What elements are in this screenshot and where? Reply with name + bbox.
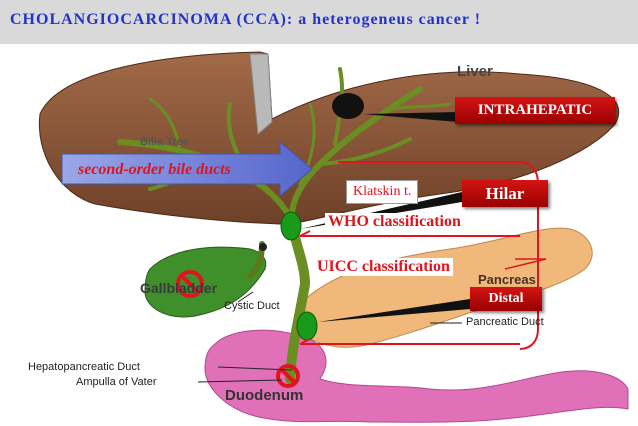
ampulla-label: Ampulla of Vater — [76, 376, 157, 388]
duodenum-label: Duodenum — [225, 387, 304, 404]
hepatopancreatic-duct-label: Hepatopancreatic Duct — [28, 361, 140, 373]
pancreas-label: Pancreas — [478, 272, 536, 287]
duct-junction-dot — [259, 243, 267, 251]
tumor-hilar-marker — [280, 211, 302, 241]
distal-box: Distal — [470, 287, 542, 311]
cystic-duct-label: Cystic Duct — [224, 300, 280, 312]
page-title: CHOLANGIOCARCINOMA (CCA): a heterogeneus… — [10, 11, 482, 28]
gallbladder-label: Gallbladder — [140, 280, 218, 296]
anatomy-label-lines — [197, 291, 462, 383]
classification-bracket — [519, 161, 539, 350]
second-order-label: second-order bile ducts — [78, 161, 231, 178]
biliary-tree-label: Bilia Tree — [140, 136, 189, 148]
pancreatic-duct-label: Pancreatic Duct — [466, 316, 544, 328]
second-order-arrow — [61, 140, 313, 198]
title-bar: CHOLANGIOCARCINOMA (CCA): a heterogeneus… — [0, 0, 638, 44]
intrahepatic-box: INTRAHEPATIC — [455, 97, 615, 124]
pancreas-shape — [299, 227, 593, 348]
liver-label: Liver — [457, 63, 493, 80]
prohibited-ampulla-icon — [276, 364, 300, 388]
falciform-ligament — [249, 53, 273, 136]
tumor-distal-marker — [296, 311, 318, 341]
klatskin-label: Klatskin t. — [346, 180, 419, 204]
prohibited-gallbladder-icon — [176, 270, 204, 298]
uicc-classification-label: UICC classification — [314, 258, 453, 276]
anatomy-diagram — [38, 51, 629, 423]
gallbladder-shape — [144, 246, 267, 318]
tumor-intrahepatic-marker — [332, 93, 364, 119]
duodenum-shape — [204, 329, 629, 423]
leader-lines — [299, 161, 547, 345]
hilar-box: Hilar — [462, 180, 548, 207]
who-classification-label: WHO classification — [325, 213, 464, 231]
